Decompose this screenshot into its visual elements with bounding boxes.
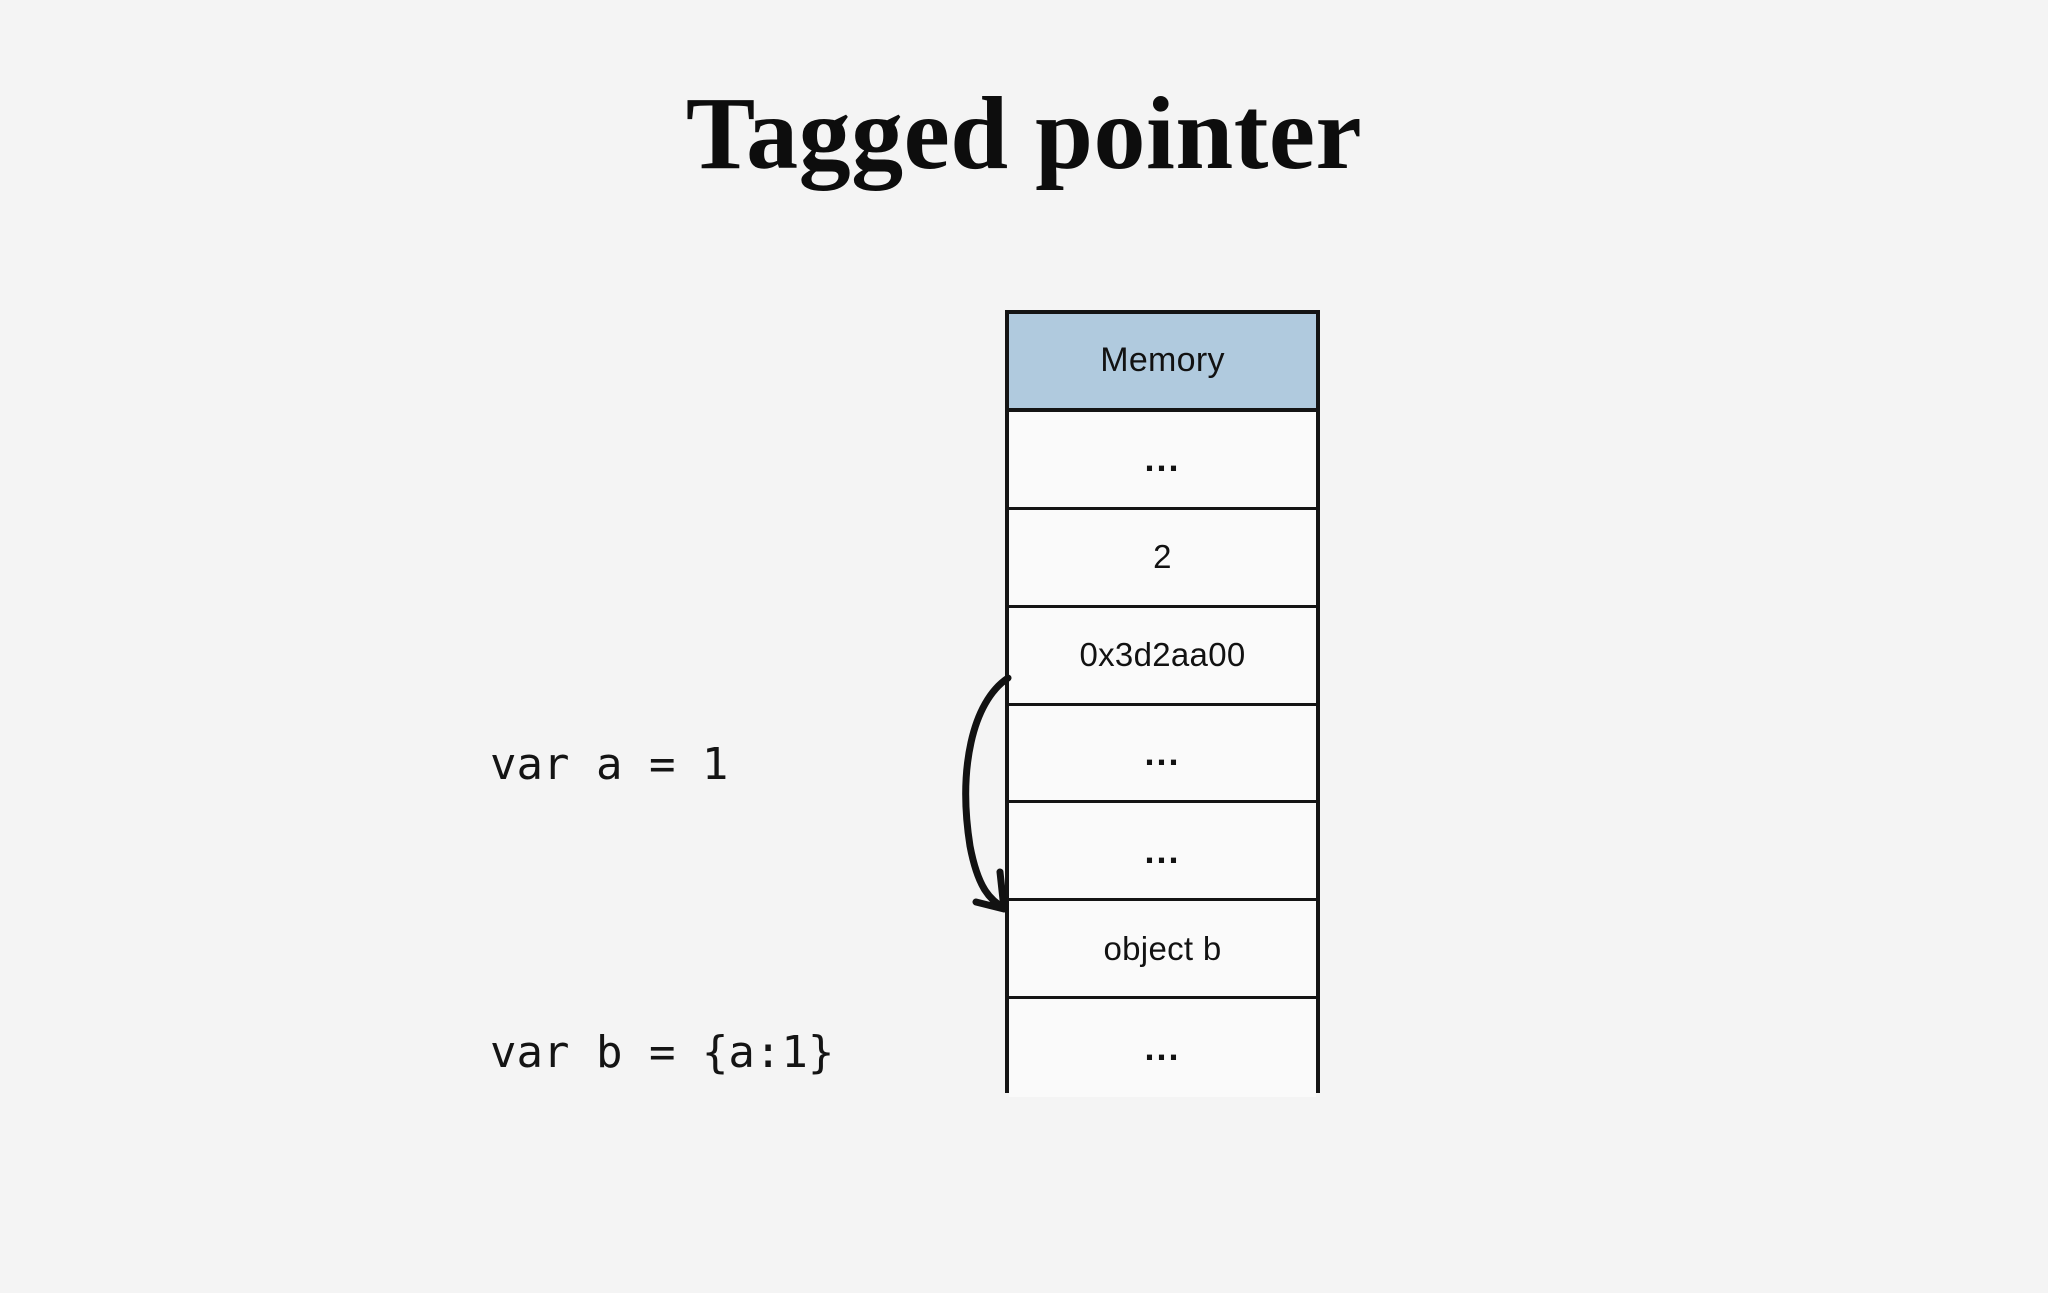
slide-canvas: Tagged pointer var a = 1 var b = {a:1} M…	[490, 76, 1363, 1098]
memory-table-header: Memory	[1009, 314, 1316, 412]
memory-cell-ellipsis-3: ...	[1009, 803, 1316, 902]
memory-cell-ellipsis-bottom: ...	[1009, 999, 1316, 1098]
page-title: Tagged pointer	[685, 76, 1363, 191]
code-snippet: var a = 1 var b = {a:1}	[490, 525, 834, 1293]
memory-cell-object-b: object b	[1009, 901, 1316, 1000]
memory-cell-value-2: 2	[1009, 509, 1316, 608]
memory-cell-address: 0x3d2aa00	[1009, 607, 1316, 706]
memory-cell-ellipsis-2: ...	[1009, 705, 1316, 804]
memory-table: Memory ... 2 0x3d2aa00 ... ... object b …	[1005, 310, 1320, 1098]
code-line-1: var a = 1	[490, 739, 729, 790]
memory-cell-ellipsis-top: ...	[1009, 411, 1316, 510]
code-line-2: var b = {a:1}	[490, 1027, 835, 1078]
